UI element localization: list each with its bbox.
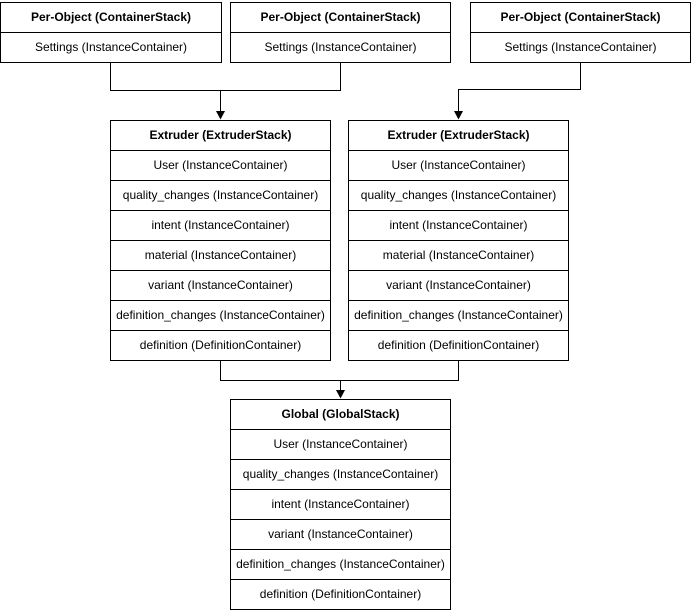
container-row: User (InstanceContainer) [231, 429, 450, 459]
per-object-stack-2-title: Per-Object (ContainerStack) [260, 10, 421, 24]
container-row: intent (InstanceContainer) [111, 210, 330, 240]
container-row: Settings (InstanceContainer) [1, 32, 221, 62]
global-stack: Global (GlobalStack) User (InstanceConta… [230, 399, 451, 610]
extruder-stack-1-title: Extruder (ExtruderStack) [149, 128, 292, 142]
container-row: variant (InstanceContainer) [349, 270, 568, 300]
container-row: variant (InstanceContainer) [111, 270, 330, 300]
container-row: Settings (InstanceContainer) [471, 32, 690, 62]
arrowhead-global [336, 390, 345, 399]
per-object-stack-3: Per-Object (ContainerStack) Settings (In… [470, 2, 691, 63]
connector-perobject3-to-extruder2 [458, 62, 581, 111]
per-object-stack-1-title: Per-Object (ContainerStack) [30, 10, 192, 24]
container-row: intent (InstanceContainer) [231, 489, 450, 519]
container-row: material (InstanceContainer) [349, 240, 568, 270]
container-row: User (InstanceContainer) [349, 150, 568, 180]
arrowhead-extruder1 [216, 111, 225, 120]
extruder-stack-1: Extruder (ExtruderStack) User (InstanceC… [110, 120, 331, 361]
per-object-stack-3-title: Per-Object (ContainerStack) [500, 10, 661, 24]
container-row: quality_changes (InstanceContainer) [111, 180, 330, 210]
container-row: quality_changes (InstanceContainer) [231, 459, 450, 489]
arrowhead-extruder2 [454, 111, 463, 120]
container-row: Settings (InstanceContainer) [231, 32, 450, 62]
container-row: quality_changes (InstanceContainer) [349, 180, 568, 210]
container-row: definition_changes (InstanceContainer) [111, 300, 330, 330]
container-row: definition (DefinitionContainer) [111, 330, 330, 360]
global-stack-title: Global (GlobalStack) [281, 407, 400, 421]
container-row: definition (DefinitionContainer) [231, 579, 450, 609]
container-row: intent (InstanceContainer) [349, 210, 568, 240]
connector-extruders-to-global [220, 361, 459, 390]
extruder-stack-2: Extruder (ExtruderStack) User (InstanceC… [348, 120, 569, 361]
per-object-stack-1: Per-Object (ContainerStack) Settings (In… [0, 2, 222, 63]
container-row: User (InstanceContainer) [111, 150, 330, 180]
container-row: definition_changes (InstanceContainer) [349, 300, 568, 330]
extruder-stack-2-title: Extruder (ExtruderStack) [387, 128, 530, 142]
container-row: definition (DefinitionContainer) [349, 330, 568, 360]
container-row: variant (InstanceContainer) [231, 519, 450, 549]
container-row: definition_changes (InstanceContainer) [231, 549, 450, 579]
container-row: material (InstanceContainer) [111, 240, 330, 270]
connector-perobject12-to-extruder1 [110, 62, 341, 111]
per-object-stack-2: Per-Object (ContainerStack) Settings (In… [230, 2, 451, 63]
